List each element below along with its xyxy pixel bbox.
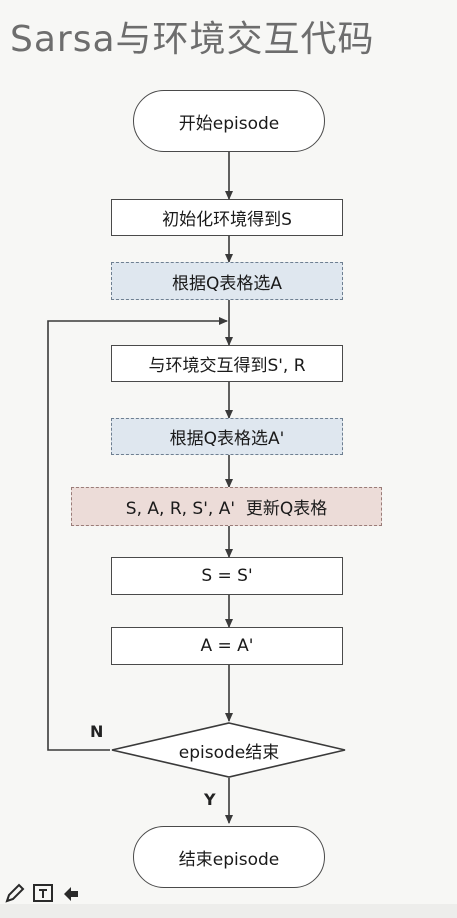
assign-s-label: S = S'	[201, 566, 253, 586]
end-label: 结束episode	[178, 849, 280, 870]
yes-branch-label: Y	[204, 790, 216, 809]
choose-action-label: 根据Q表格选A	[171, 273, 282, 294]
init-label: 初始化环境得到S	[162, 210, 292, 230]
text-icon[interactable]	[32, 882, 54, 909]
choose-next-action-label: 根据Q表格选A'	[169, 429, 285, 449]
pen-icon[interactable]	[4, 882, 26, 909]
decision-diamond	[111, 722, 346, 778]
hand-icon[interactable]	[60, 882, 82, 909]
start-label: 开始episode	[178, 113, 280, 134]
interact-step: 与环境交互得到S', R	[111, 345, 343, 382]
choose-next-action-step: 根据Q表格选A'	[111, 418, 343, 455]
start-terminal: 开始episode	[133, 90, 325, 152]
choose-action-step: 根据Q表格选A	[111, 262, 343, 300]
update-q-step: S, A, R, S', A' 更新Q表格	[71, 487, 382, 526]
no-branch-label: N	[90, 722, 104, 741]
end-terminal: 结束episode	[133, 826, 325, 888]
decision-label: episode结束	[178, 742, 280, 763]
assign-a-label: A = A'	[200, 636, 254, 656]
interact-label: 与环境交互得到S', R	[148, 356, 306, 376]
init-step: 初始化环境得到S	[111, 199, 343, 236]
arrow-loop-back	[47, 317, 228, 751]
annotation-toolbar	[0, 872, 124, 918]
assign-s-step: S = S'	[111, 557, 343, 595]
page-title: Sarsa与环境交互代码	[10, 19, 375, 60]
assign-a-step: A = A'	[111, 627, 343, 665]
decision-node: episode结束	[150, 735, 308, 765]
bottom-strip	[0, 904, 457, 918]
update-q-label: S, A, R, S', A' 更新Q表格	[125, 499, 328, 519]
